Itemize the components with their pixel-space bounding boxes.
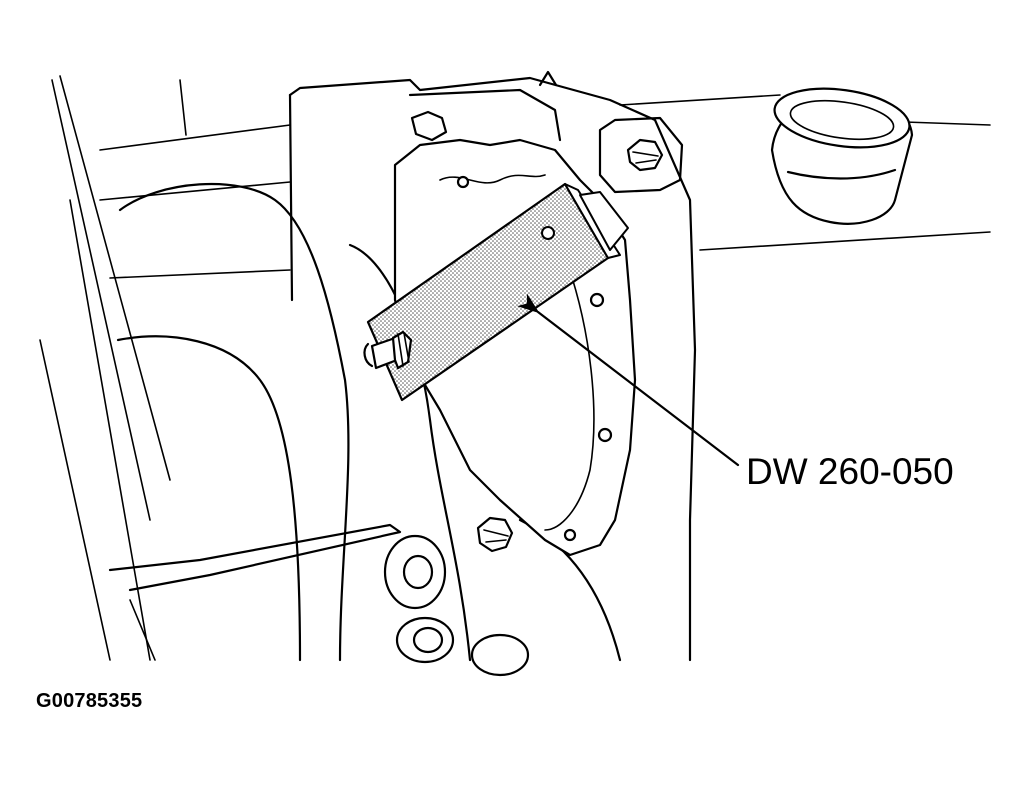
engine-housing	[108, 182, 402, 662]
tool-part-number: DW 260-050	[746, 451, 954, 492]
tool-callout: DW 260-050	[517, 293, 954, 492]
callout-arrow	[517, 293, 740, 467]
figure-id: G00785355	[36, 690, 143, 712]
special-tool-bar	[366, 182, 629, 402]
case-bosses	[383, 534, 530, 677]
pipe-fitting	[770, 87, 914, 225]
lower-bolt	[476, 516, 514, 553]
tool-stud	[363, 330, 413, 370]
transmission-case	[288, 70, 991, 662]
upper-bracket	[410, 110, 684, 194]
background-lines	[39, 75, 291, 661]
